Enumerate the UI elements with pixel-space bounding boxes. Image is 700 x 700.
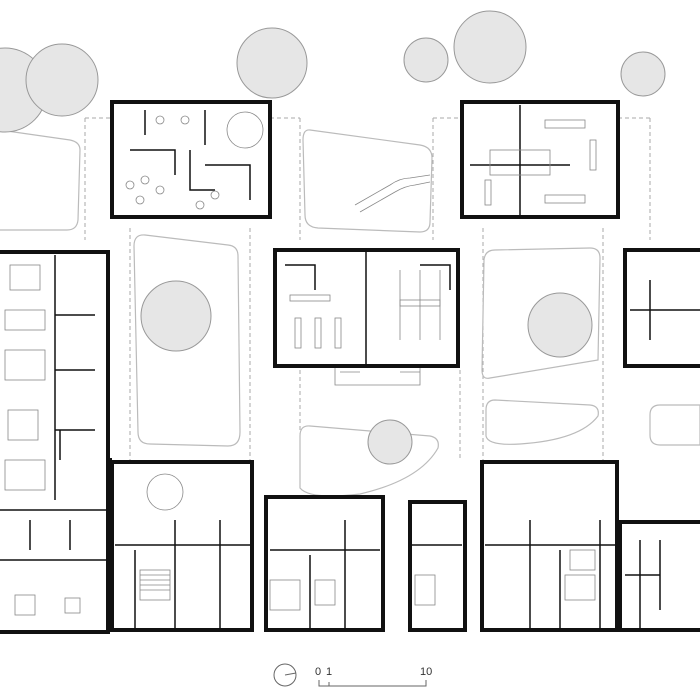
tree: [25, 43, 99, 117]
tree: [140, 280, 212, 352]
building-bottom-1: [110, 460, 254, 632]
trees: [0, 10, 666, 465]
building-left-block: [0, 250, 112, 634]
building-top-left: [110, 100, 272, 219]
courtyards: [0, 129, 700, 497]
tree: [236, 27, 308, 99]
building-bottom-5: [618, 520, 700, 632]
scale-label-0: 0: [315, 666, 321, 678]
north-arrow: [273, 663, 297, 687]
building-bottom-2: [264, 495, 385, 632]
tree: [367, 419, 413, 465]
scale-label-1: 1: [326, 666, 332, 678]
building-bottom-4: [480, 460, 619, 632]
scale-label-10: 10: [420, 666, 432, 678]
scale-bar: 0 1 10: [315, 666, 432, 687]
tree: [620, 51, 666, 97]
building-bottom-3: [408, 500, 467, 632]
building-right-middle: [623, 248, 700, 368]
tree: [453, 10, 527, 84]
building-top-right: [460, 100, 620, 219]
buildings: [0, 100, 700, 634]
tree: [527, 292, 593, 358]
tree: [403, 37, 449, 83]
